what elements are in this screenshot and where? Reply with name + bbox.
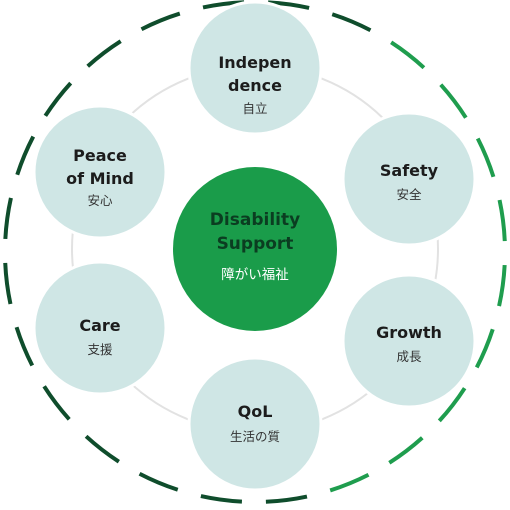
node-title-line1: Care [79,316,120,335]
node-care: Care 支援 [32,260,168,396]
ring-dash-segment [138,471,179,492]
node-title-line2: of Mind [66,169,134,188]
node-circle [32,104,168,240]
node-circle [341,273,477,409]
ring-dash-segment [42,385,71,421]
center-subtitle: 障がい福祉 [221,267,289,283]
node-independence: Indepen dence 自立 [187,0,323,136]
node-title-line1: Indepen [218,53,291,72]
outer-dashed-ring [3,0,507,504]
ring-dash-segment [497,264,507,307]
ring-dash-segment [331,12,372,33]
ring-dash-segment [200,494,243,504]
node-subtitle: 生活の質 [230,429,280,444]
node-title-line1: QoL [238,402,273,421]
node-circle [341,111,477,247]
center-title-line2: Support [217,234,294,254]
node-title-line1: Safety [380,161,439,180]
node-subtitle: 安心 [87,193,113,208]
ring-dash-segment [86,39,122,68]
node-circle [32,260,168,396]
ring-dash-segment [140,11,181,32]
ring-dash-segment [390,40,426,70]
node-circle [187,0,323,136]
ring-dash-segment [439,83,468,119]
ring-dash-segment [437,387,467,423]
node-title-line2: dence [228,76,282,95]
ring-dash-segment [43,81,73,117]
ring-dash-segment [15,135,36,176]
center-circle [173,167,337,331]
node-title-line1: Growth [376,323,442,342]
ring-dash-segment [84,434,120,464]
ring-dash-segment [3,197,13,240]
node-peace-of-mind: Peace of Mind 安心 [32,104,168,240]
ring-dash-segment [475,137,496,178]
center-node: Disability Support 障がい福祉 [173,167,337,331]
node-growth: Growth 成長 [341,273,477,409]
ring-dash-segment [474,328,495,369]
ring-dash-segment [14,326,35,367]
ring-dash-segment [3,262,13,305]
node-qol: QoL 生活の質 [187,356,323,492]
ring-dash-segment [265,494,308,504]
node-subtitle: 自立 [242,101,267,116]
node-safety: Safety 安全 [341,111,477,247]
node-title-line1: Peace [73,146,127,165]
node-subtitle: 安全 [396,187,422,202]
node-subtitle: 支援 [87,342,113,357]
node-circle [187,356,323,492]
ring-dash-segment [388,436,424,465]
center-title-line1: Disability [210,210,300,230]
ring-dash-segment [329,472,370,493]
ring-dash-segment [497,199,507,242]
node-subtitle: 成長 [396,349,422,364]
